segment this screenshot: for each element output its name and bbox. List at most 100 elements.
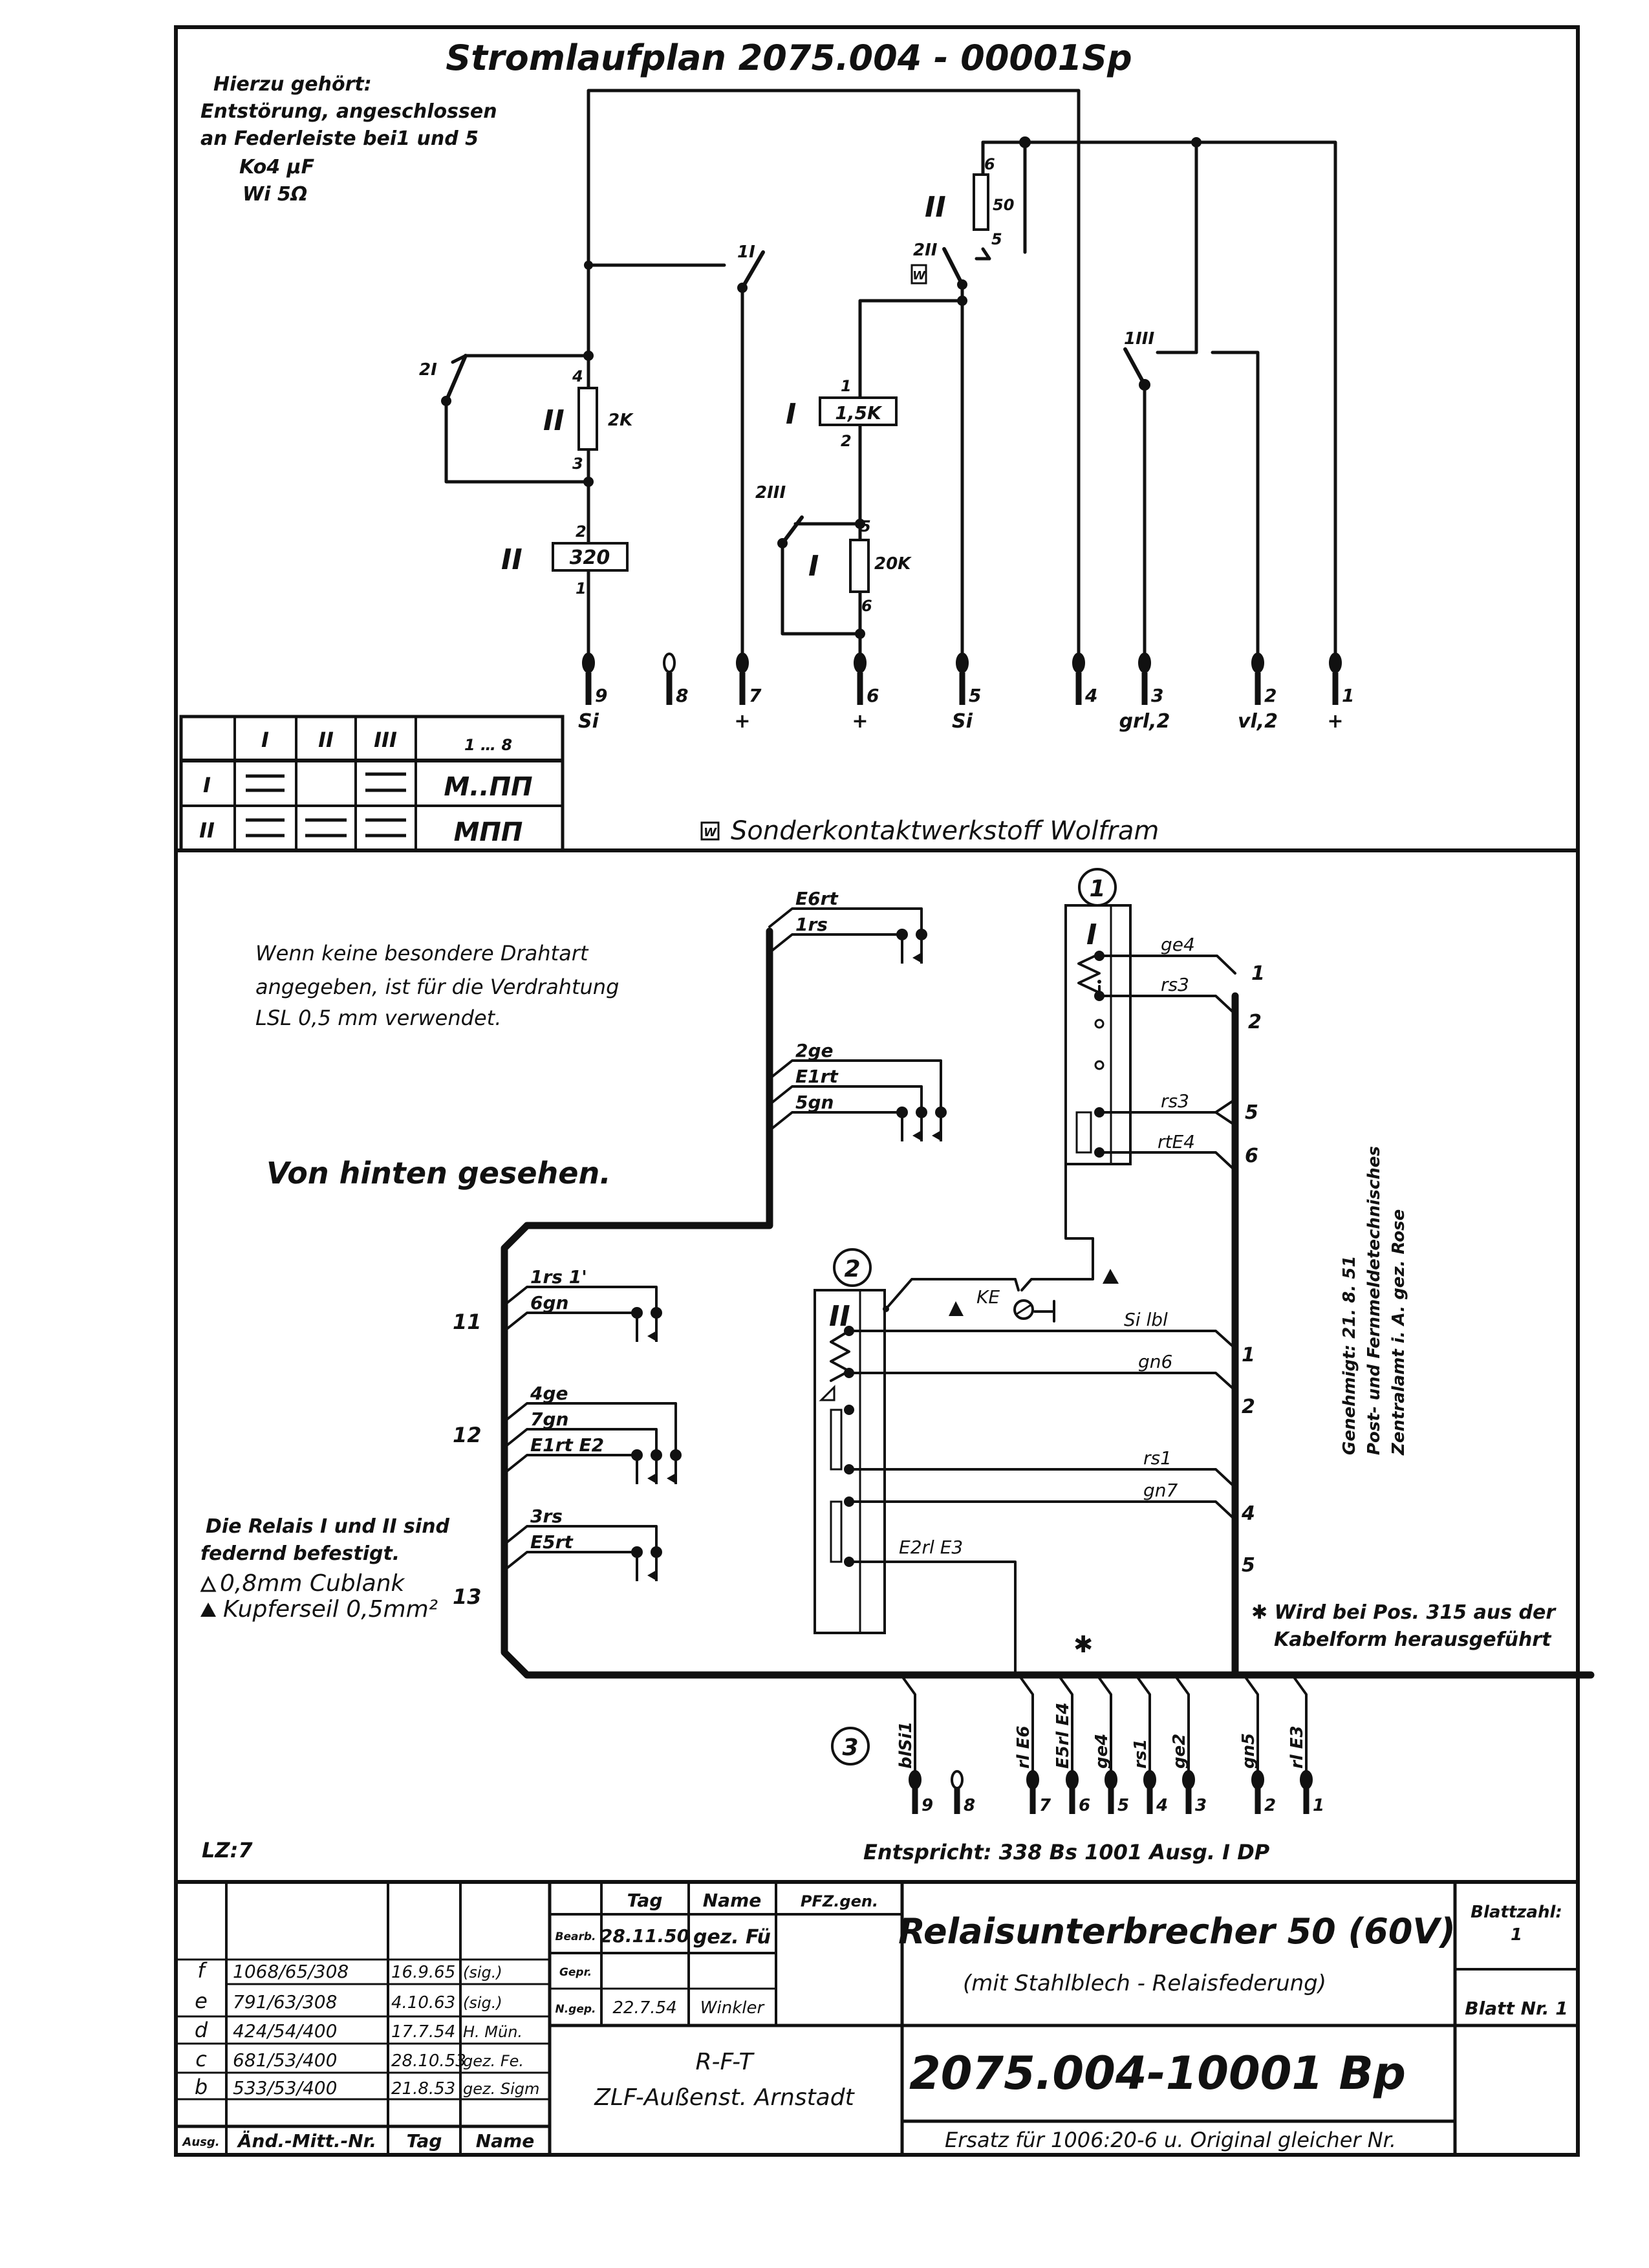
- terminal-lug: [582, 653, 595, 673]
- svg-text:1: 1: [1251, 962, 1265, 985]
- wolfram-marker: [911, 264, 927, 285]
- sheet-border: [174, 25, 1580, 2157]
- svg-text:3: 3: [572, 455, 583, 473]
- svg-text:Genehmigt: 21. 8. 51: Genehmigt: 21. 8. 51: [1340, 1256, 1359, 1455]
- svg-text:N.gep.: N.gep.: [555, 2003, 596, 2016]
- terminal-7: 7+: [734, 653, 762, 733]
- svg-text:0,8mm Cublank: 0,8mm Cublank: [220, 1570, 406, 1597]
- svg-text:an Federleiste bei1 und 5: an Federleiste bei1 und 5: [200, 127, 479, 150]
- revision-ausg: c: [195, 2047, 207, 2071]
- wire-label: E5rt: [530, 1531, 574, 1553]
- wire-group-3: 1rs 1'6gn: [503, 1266, 662, 1342]
- revision-name: (sig.): [463, 1963, 502, 1982]
- terminal-1: 1+: [1327, 653, 1354, 733]
- svg-text:II: II: [543, 404, 565, 437]
- pin-wire: [1245, 1677, 1259, 1773]
- pin-wire-label: blSi1: [896, 1722, 916, 1769]
- contact-tip: [647, 1570, 656, 1581]
- pin-lug: [1105, 1770, 1117, 1789]
- svg-text:II: II: [501, 543, 523, 576]
- pin-wire-label: ge4: [1092, 1734, 1112, 1769]
- approvals-table: Tag Name PFZ.gen. Bearb. 28.11.50 gez. F…: [555, 1890, 878, 2018]
- terminal-label: +: [1327, 710, 1343, 733]
- svg-text:5: 5: [1245, 1101, 1258, 1124]
- terminal-label: +: [852, 710, 868, 733]
- triangle-filled-icon: [200, 1603, 216, 1617]
- terminal-lug: [1072, 653, 1085, 673]
- svg-text:I: I: [808, 550, 819, 583]
- pos-13: 13: [453, 1584, 482, 1609]
- terminal-lug: [1138, 653, 1151, 673]
- switch-2III-label: 2III: [755, 483, 786, 502]
- svg-text:1: 1: [1242, 1344, 1255, 1366]
- terminal-lug: [1251, 653, 1264, 673]
- wire: [503, 1525, 658, 1553]
- pin-lug: [1251, 1770, 1264, 1789]
- sheet-count-label: Blattzahl:: [1471, 1903, 1562, 1922]
- revision-tag: 4.10.63: [391, 1993, 455, 2013]
- wire-label: 5gn: [795, 1092, 834, 1113]
- svg-text:gn6: gn6: [1138, 1351, 1172, 1372]
- terminal-lug: [1329, 653, 1342, 673]
- svg-text:2: 2: [1242, 1396, 1255, 1418]
- svg-text:I: I: [786, 398, 796, 431]
- pin-wire: [1059, 1677, 1073, 1773]
- svg-text:4: 4: [572, 367, 583, 385]
- contact-tip: [932, 1130, 941, 1141]
- pin-wire-label: rs1: [1131, 1739, 1150, 1769]
- svg-text:Bearb.: Bearb.: [555, 1930, 596, 1943]
- svg-text:2: 2: [841, 432, 852, 450]
- pin-number: 9: [921, 1796, 933, 1815]
- revision-nr: 681/53/400: [233, 2049, 337, 2071]
- svg-text:4: 4: [1241, 1502, 1255, 1525]
- wire-label: 4ge: [530, 1383, 568, 1404]
- replacement-note: Ersatz für 1006:20-6 u. Original gleiche…: [945, 2128, 1396, 2152]
- star-note-line-2: Kabelform herausgeführt: [1274, 1628, 1552, 1651]
- pin-lug: [951, 1770, 964, 1789]
- terminal-2: 2vl,2: [1238, 653, 1278, 733]
- terminal-lug: [854, 653, 867, 673]
- relay-note: Die Relais I und II sind federnd befesti…: [200, 1515, 450, 1623]
- terminal-number: 8: [676, 685, 688, 706]
- svg-text:Ko4 μF: Ko4 μF: [239, 156, 315, 178]
- svg-text:Entstörung, angeschlossen: Entstörung, angeschlossen: [200, 100, 497, 123]
- pin-number: 7: [1039, 1796, 1051, 1815]
- wire-label: 1rs: [795, 914, 828, 935]
- svg-text:3: 3: [842, 1734, 858, 1761]
- revision-tag: 28.10.53: [391, 2051, 466, 2071]
- svg-text:rs3: rs3: [1161, 1090, 1189, 1112]
- svg-text:gn7: gn7: [1143, 1480, 1178, 1501]
- svg-text:6: 6: [861, 597, 872, 615]
- wire: [503, 1454, 638, 1474]
- svg-text:II: II: [318, 728, 334, 752]
- svg-text:320: 320: [570, 546, 610, 569]
- sheet-number: Blatt Nr. 1: [1465, 1998, 1568, 2019]
- wire: [768, 907, 923, 936]
- terminal-6: 6+: [852, 653, 879, 733]
- coil-320: [552, 542, 629, 572]
- svg-text:1: 1: [1089, 876, 1105, 902]
- connector-pin-1: 1rl E3: [1288, 1677, 1324, 1815]
- svg-text:Änd.-Mitt.-Nr.: Änd.-Mitt.-Nr.: [237, 2130, 376, 2152]
- contact-tip: [912, 953, 921, 963]
- wire-label: 3rs: [530, 1506, 563, 1527]
- approval-stamp: Genehmigt: 21. 8. 51 Post- und Fernmelde…: [1340, 1146, 1408, 1456]
- svg-text:Name: Name: [476, 2130, 535, 2152]
- revision-name: gez. Sigm: [463, 2080, 539, 2098]
- wire-label: 7gn: [530, 1409, 568, 1430]
- svg-text:Tag: Tag: [407, 2130, 442, 2152]
- svg-text:MΠΠ: MΠΠ: [454, 817, 523, 847]
- revision-ausg: e: [195, 1989, 208, 2013]
- pin-wire-label: rl E3: [1288, 1725, 1307, 1769]
- pin-lug: [1066, 1770, 1079, 1789]
- svg-text:Post- und Fernmeldetechnisches: Post- und Fernmeldetechnisches: [1364, 1146, 1384, 1455]
- svg-text:ge4: ge4: [1161, 934, 1195, 955]
